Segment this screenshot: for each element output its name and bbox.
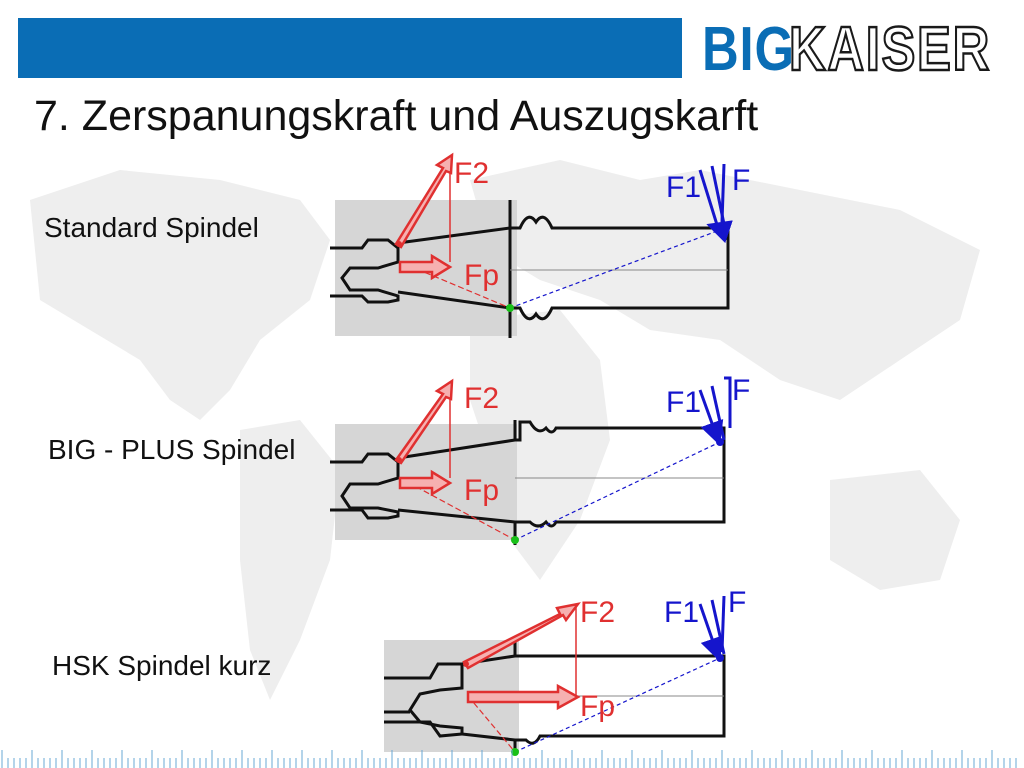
label-f: F [728,586,746,619]
panel-label-standard: Standard Spindel [44,212,259,243]
label-f1: F1 [664,596,699,629]
panel-label-hsk: HSK Spindel kurz [52,650,272,681]
label-fp: Fp [580,690,615,723]
label-fp: Fp [464,474,499,507]
label-f: F [732,164,750,197]
logo-big: BIG [702,14,795,84]
label-fp: Fp [464,259,499,292]
diagram-standard-spindel: F2 Fp F1 F [330,152,750,338]
panel-label-big-plus: BIG - PLUS Spindel [48,434,296,465]
label-f: F [732,374,750,407]
label-f2: F2 [580,596,615,629]
diagram-big-plus-spindel: F2 Fp F1 F [330,374,750,545]
label-f2: F2 [454,157,489,190]
label-f2: F2 [464,382,499,415]
label-f1: F1 [666,171,701,204]
diagram-hsk-spindel-kurz: F2 Fp F1 F [384,586,746,756]
logo-kaiser: KAISER [788,13,992,85]
header-bar [18,18,682,78]
label-f1: F1 [666,386,701,419]
bottom-ruler-decoration [1,750,1017,768]
company-logo: BIG KAISER [702,13,1024,85]
slide-title: 7. Zerspanungskraft und Auszugskarft [34,92,759,140]
